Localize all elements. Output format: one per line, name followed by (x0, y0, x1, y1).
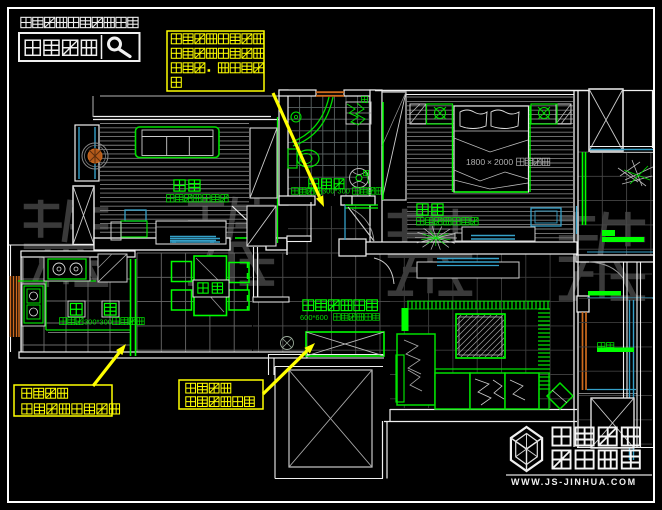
svg-text:300*300: 300*300 (322, 187, 350, 196)
svg-text:2000: 2000 (494, 157, 513, 167)
svg-text:×: × (487, 157, 492, 167)
svg-text:300*300: 300*300 (84, 318, 112, 327)
svg-text:600*600: 600*600 (300, 313, 328, 322)
svg-text:1800: 1800 (466, 157, 485, 167)
svg-text:WWW.JS-JINHUA.COM: WWW.JS-JINHUA.COM (511, 477, 637, 487)
